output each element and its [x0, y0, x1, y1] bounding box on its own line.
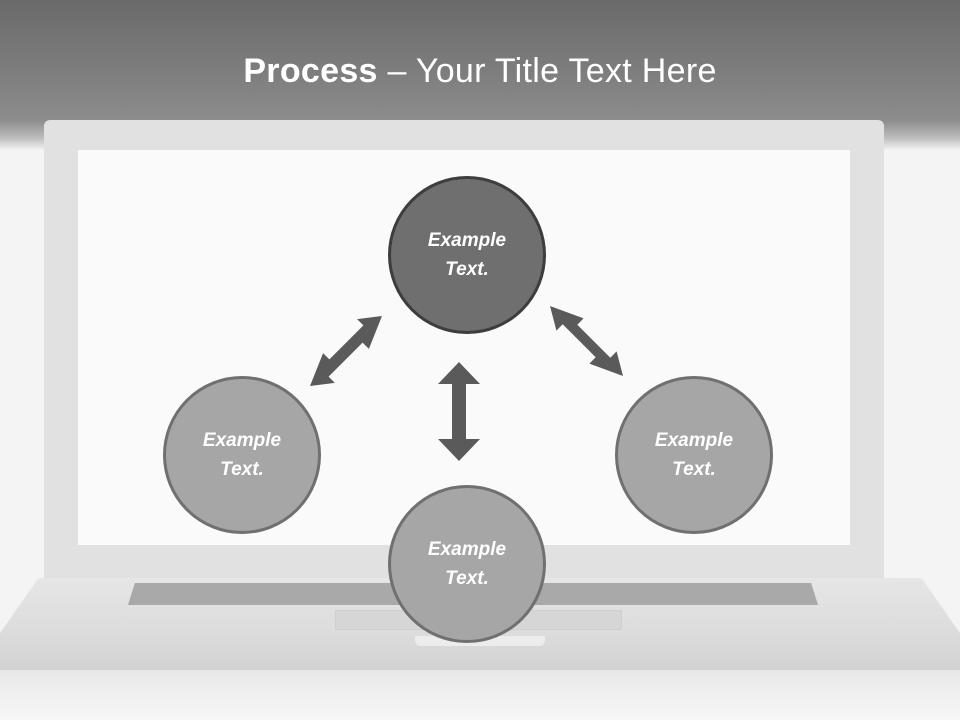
- node-top-label: Example Text.: [427, 230, 507, 280]
- node-bottom-label: Example Text.: [427, 539, 507, 589]
- title-rest: – Your Title Text Here: [377, 52, 717, 90]
- desk-surface: [0, 670, 960, 720]
- node-left-label: Example Text.: [202, 430, 282, 480]
- arrow-top-right: [550, 306, 623, 376]
- arrow-top-left: [310, 316, 382, 386]
- arrow-top-bottom: [438, 362, 480, 461]
- process-node-right: Example Text.: [615, 376, 773, 534]
- process-node-top: Example Text.: [388, 176, 546, 334]
- title-bold: Process: [243, 52, 378, 90]
- process-node-bottom: Example Text.: [388, 485, 546, 643]
- process-node-left: Example Text.: [163, 376, 321, 534]
- slide-title: Process – Your Title Text Here: [0, 52, 960, 91]
- node-right-label: Example Text.: [654, 430, 734, 480]
